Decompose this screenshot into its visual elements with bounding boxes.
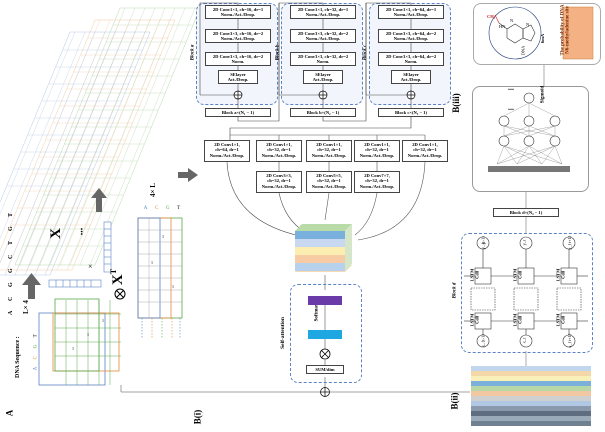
molecule-6ma: 6mA [540, 33, 546, 44]
inception-conv1-c: 2D Conv1×1, ch=32, dr=1 Norm./Act./Drop. [306, 140, 352, 162]
block-d-repeat: Block d×(N₄ − 1) [493, 208, 559, 217]
inception-conv5: 2D Conv5×5, ch=32, dr=1 Norm./Act./Drop. [306, 171, 352, 193]
block-a-repeat: Block a×(N₁ − 1) [205, 108, 271, 117]
inception-conv1-b: 2D Conv1×1, ch=32, dr=1 Norm./Act./Drop. [256, 140, 302, 162]
block-c-conv1: 2D Conv1×1, ch=64, dr=1 Norm./Act./Drop. [378, 5, 444, 19]
attention-graphics [308, 296, 342, 365]
feature-grid-stack [0, 7, 201, 276]
inception-conv1-d: 2D Conv1×1, ch=32, dr=1 Norm./Act./Drop. [354, 140, 400, 162]
lstm-graphics: y [464, 236, 588, 348]
mlp-dots: ... [508, 83, 514, 92]
mlp-dots: ... [508, 103, 514, 112]
block-b-repeat: Block b×(N₂ − 1) [290, 108, 356, 117]
sigmoid-label: Sigmoid [540, 85, 546, 104]
block-c-conv3: 2D Conv3×3, ch=64, dr=2 Norm. [378, 52, 444, 66]
self-attention-container [290, 284, 362, 383]
row-label: A [143, 206, 148, 211]
one-hot-value: 1 [151, 260, 153, 265]
block-b-conv1: 2D Conv1×1, ch=32, dr=1 Norm./Act./Drop. [290, 5, 356, 19]
feature-stack [295, 224, 352, 272]
block-b-conv2: 2D Conv3×3, ch=32, dr=2 Norm./Act./Drop. [290, 29, 356, 43]
sum-dim-box: SUM/dim [306, 365, 344, 374]
block-b-se: SElayer Act./Drop. [303, 70, 343, 84]
down-arrow [91, 188, 107, 212]
vector-xt [103, 221, 112, 273]
one-hot-value: 1 [162, 234, 164, 239]
one-hot-value: 1 [72, 346, 74, 351]
residual-add-symbols [233, 90, 416, 100]
final-add [320, 387, 330, 397]
row-label: T [177, 206, 181, 211]
one-hot-value: 1 [87, 332, 89, 337]
inception-conv7: 2D Conv7×7, ch=32, dr=1 Norm./Act./Drop. [354, 171, 400, 193]
molecule-ch3: CH₃ [487, 14, 496, 19]
up-arrow [22, 273, 41, 299]
block-a-conv2: 2D Conv3×3, ch=16, dr=2 Norm./Act./Drop. [205, 29, 271, 43]
molecule-n1: N [510, 18, 514, 23]
onehot-matrix-xt [137, 217, 183, 319]
block-a-conv1: 2D Conv1×1, ch=16, dr=1 Norm./Act./Drop. [205, 5, 271, 19]
molecule-dna: DNA [520, 45, 526, 56]
inception-conv1-a: 2D Conv1×1, ch=64, dr=1 Norm./Act./Drop. [204, 140, 250, 162]
molecule-n7: N [526, 22, 530, 27]
lstm-input-bars [471, 366, 591, 426]
right-arrow-to-inception [178, 168, 198, 182]
block-c-se: SElayer Act./Drop. [391, 70, 431, 84]
svg-text:y: y [482, 241, 487, 244]
row-label: G [165, 206, 170, 211]
molecule-graphics [488, 6, 594, 60]
lstm-container [461, 233, 593, 353]
one-hot-value: 1 [102, 318, 104, 323]
panel-label-biii: B(iii) [450, 93, 461, 113]
block-a-conv3: 2D Conv3×3, ch=16, dr=2 Norm. [205, 52, 271, 66]
probability-label: The probability of DNA N6-methyladenine … [560, 4, 571, 56]
block-c-conv2: 2D Conv3×3, ch=64, dr=2 Norm./Act./Drop. [378, 29, 444, 43]
block-a-se: SElayer Act./Drop. [218, 70, 258, 84]
row-label: C [154, 206, 159, 211]
block-b-conv3: 2D Conv3×3, ch=32, dr=2 Norm. [290, 52, 356, 66]
one-hot-value: 1 [172, 284, 174, 289]
inception-conv1-e: 2D Conv1×1, ch=32, dr=1 Norm./Act./Drop. [402, 140, 448, 162]
xt-row-labels: A C G T [140, 206, 184, 211]
vector-x [48, 279, 102, 288]
times-symbol: × [88, 262, 93, 271]
inception-conv3: 2D Conv3×3, ch=32, dr=1 Norm./Act./Drop. [256, 171, 302, 193]
block-c-repeat: Block c×(N₃ − 1) [378, 108, 444, 117]
grid-lines [0, 7, 196, 276]
onehot-matrix-x [38, 298, 121, 386]
mlp-graphics [488, 92, 570, 172]
molecule-hn: HN [499, 24, 506, 29]
otimes-symbol [114, 288, 126, 300]
matrix-link-lines [141, 318, 181, 338]
